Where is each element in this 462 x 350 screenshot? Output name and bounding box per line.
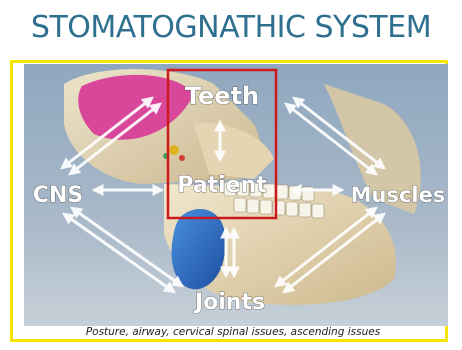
node-cns: CNS (33, 183, 83, 208)
node-joints: Joints (193, 290, 265, 315)
caption: Posture, airway, cervical spinal issues,… (18, 326, 448, 338)
node-patient: Patient (177, 173, 267, 198)
node-teeth: Teeth (185, 82, 259, 110)
slide-title: STOMATOGNATHIC SYSTEM (0, 10, 462, 45)
node-muscles: Muscles (351, 183, 446, 207)
stomatognathic-diagram: Teeth Patient CNS Muscles Joints (24, 64, 448, 326)
